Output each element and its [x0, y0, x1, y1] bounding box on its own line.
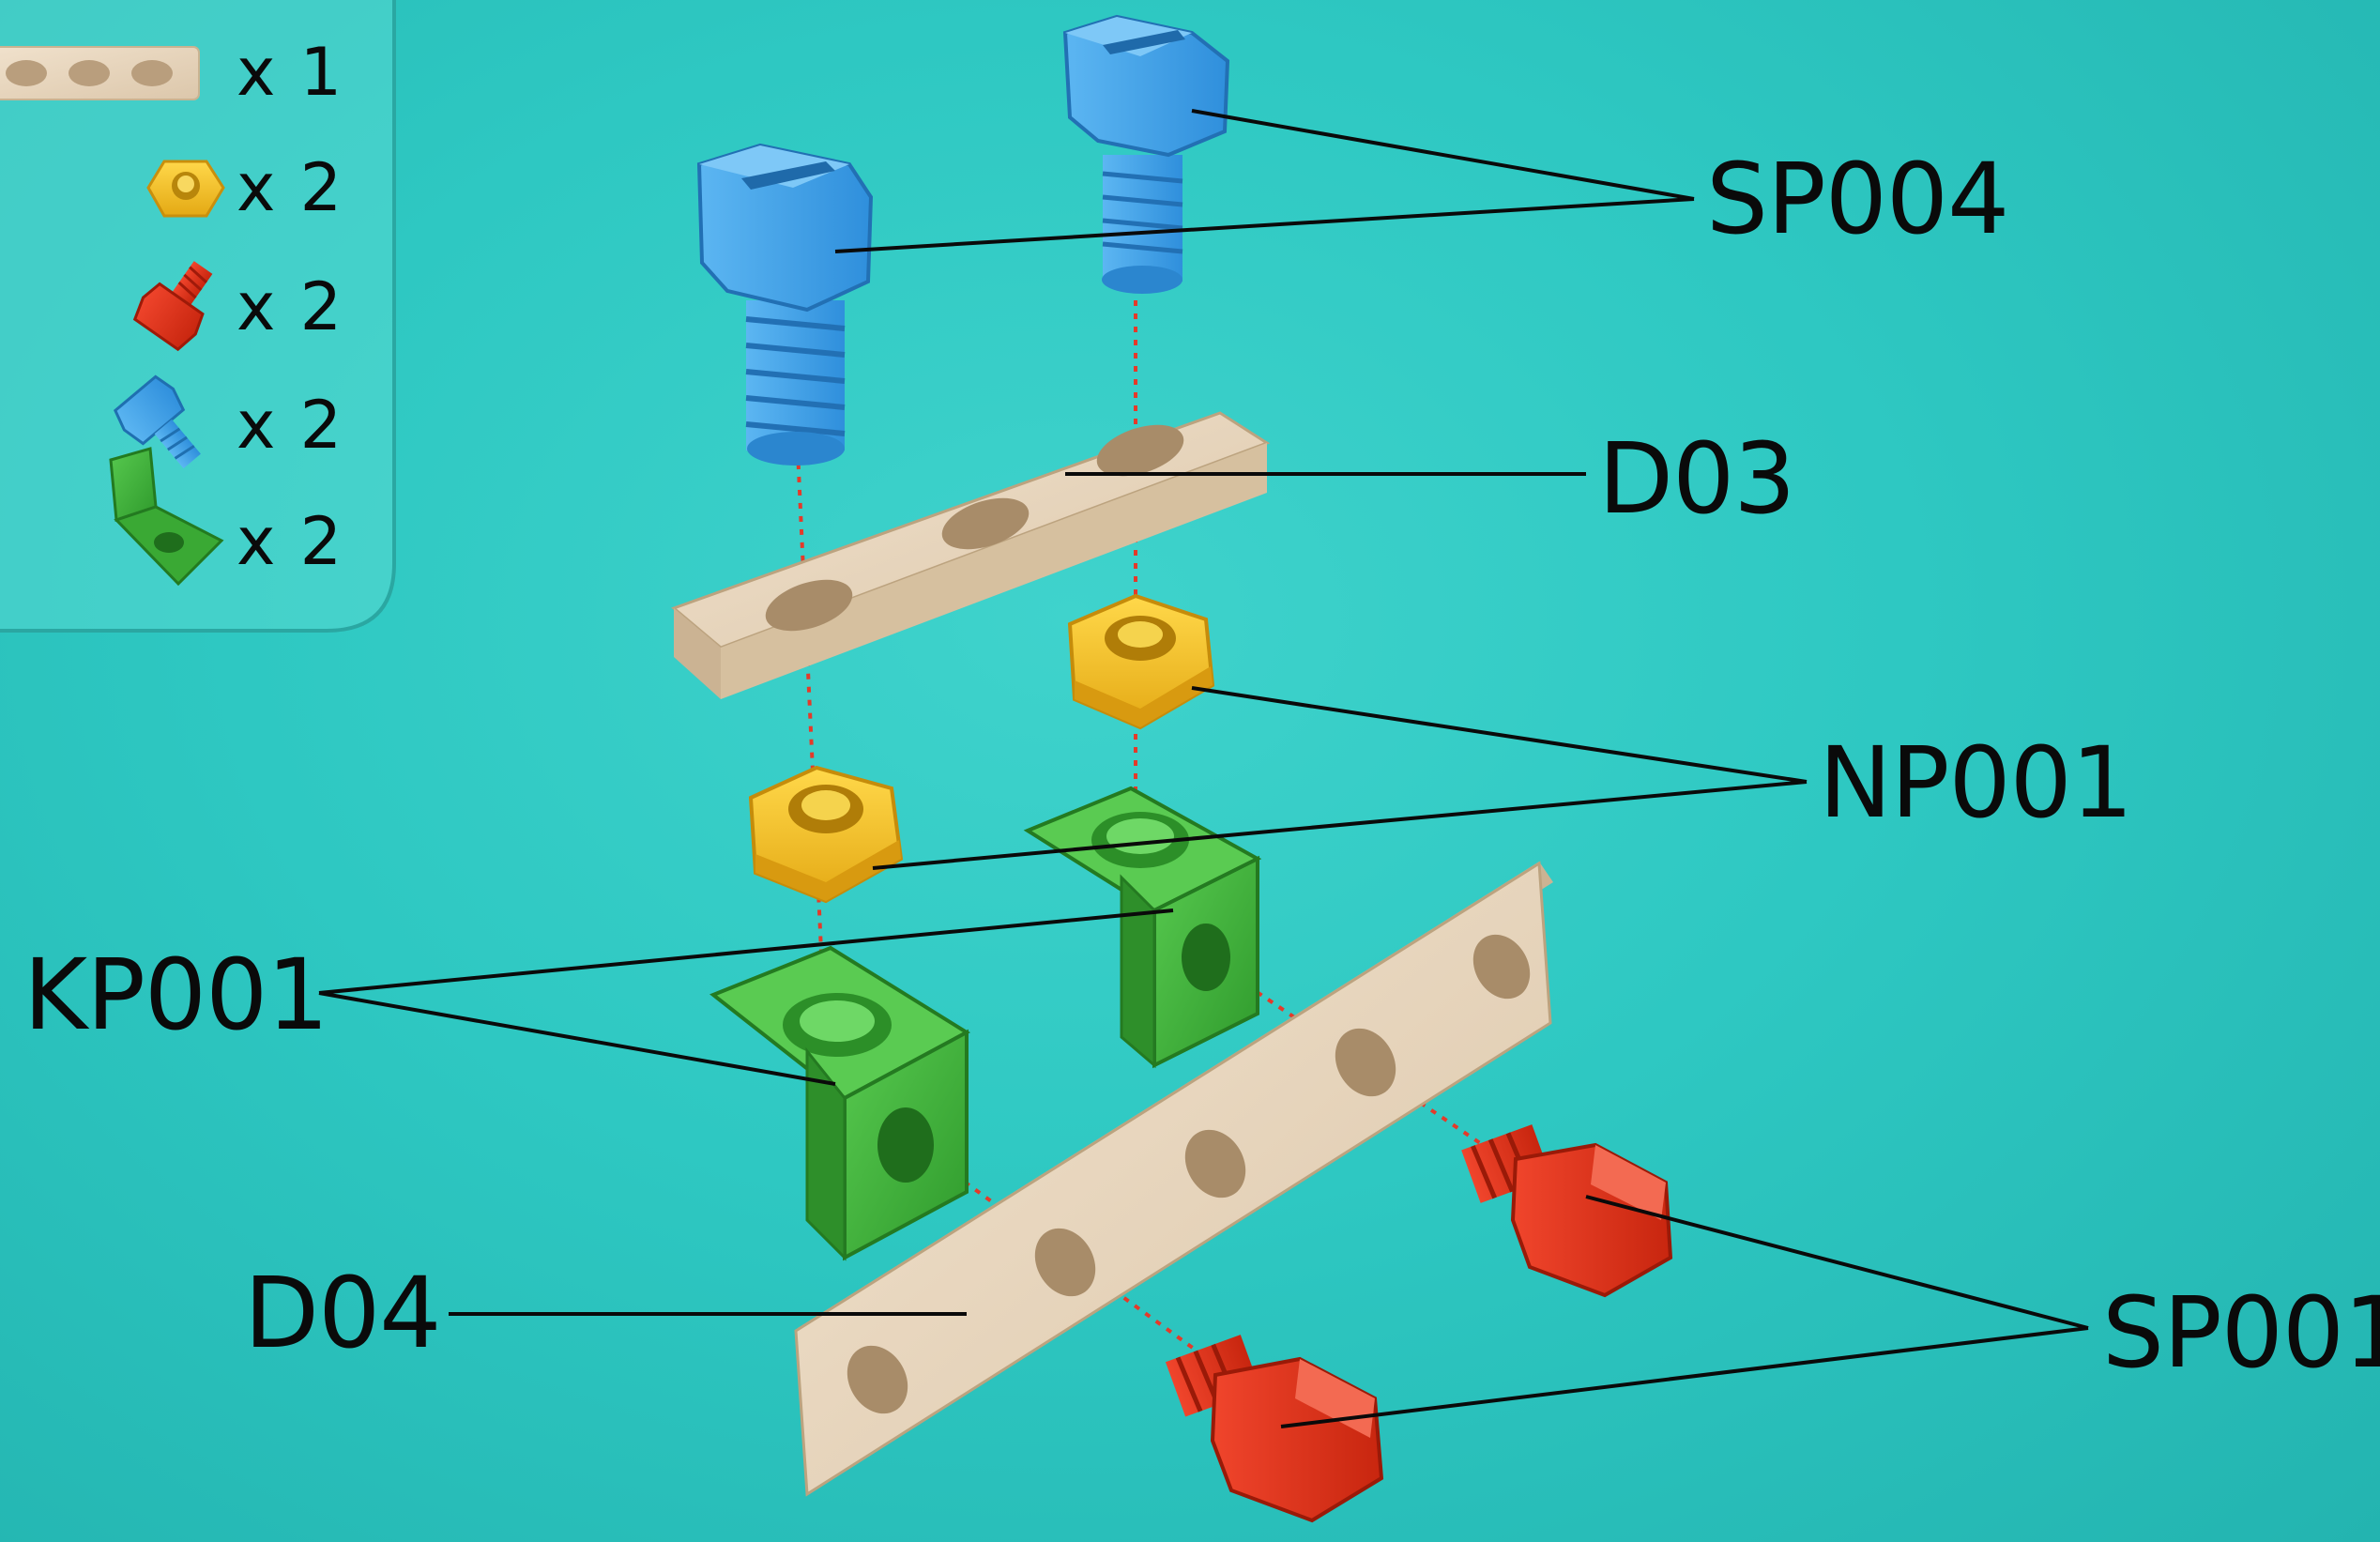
callout-np001: NP001 — [1819, 725, 2133, 840]
callout-d03: D03 — [1598, 421, 1795, 536]
callout-sp004: SP004 — [1706, 142, 2009, 256]
sp004-screw-back — [1062, 14, 1230, 294]
kp001-bracket-back — [1023, 786, 1262, 1069]
np001-nut-back — [1067, 593, 1215, 730]
yellow-nut-icon — [146, 160, 225, 218]
qty-wood-strip: x 1 — [236, 34, 344, 111]
green-bracket-icon — [109, 447, 224, 587]
qty-green-bracket: x 2 — [236, 503, 344, 580]
d04-wood-strip — [794, 861, 1553, 1497]
kp001-bracket-front — [709, 945, 970, 1261]
callout-sp001: SP001 — [2102, 1275, 2380, 1390]
d03-wood-strip — [671, 411, 1271, 699]
sp001-screw-back — [1461, 1124, 1673, 1298]
qty-blue-screw: x 2 — [236, 387, 344, 464]
callout-d04: D04 — [244, 1256, 441, 1370]
wood-strip-icon — [0, 46, 200, 100]
qty-red-screw: x 2 — [236, 268, 344, 345]
qty-yellow-nut: x 2 — [236, 149, 344, 226]
sp001-screw-front — [1165, 1335, 1384, 1523]
callout-kp001: KP001 — [23, 938, 328, 1052]
blue-screw-icon — [113, 374, 201, 469]
sp004-screw-front — [696, 143, 874, 466]
red-screw-icon — [132, 261, 213, 352]
parts-list-panel — [0, 0, 396, 633]
np001-nut-front — [748, 765, 904, 904]
leader-lines — [318, 109, 2089, 1428]
